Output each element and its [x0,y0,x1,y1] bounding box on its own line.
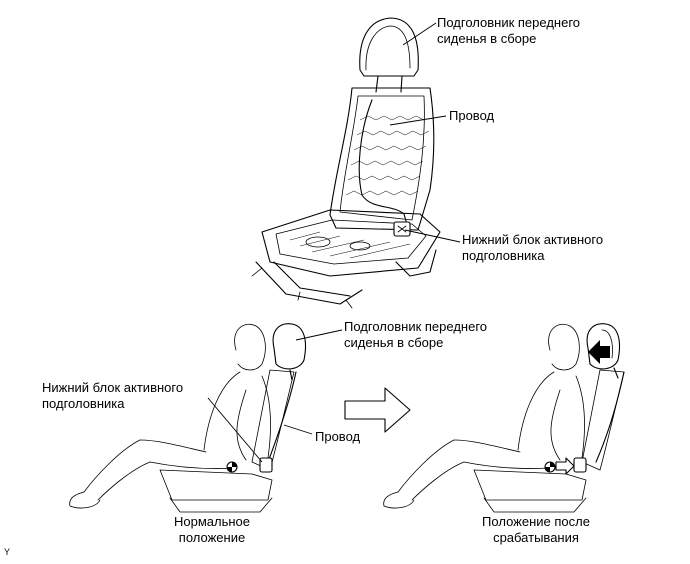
label-headrest-mid-line1: Подголовник переднего [344,319,488,334]
corner-mark-text: Y [4,547,11,557]
leader-wire-mid [283,424,313,435]
leader-lower-unit-top [404,229,461,243]
label-lower-unit-top-line1: Нижний блок активного [462,232,604,247]
label-lower-unit-left-line2: подголовника [42,396,125,411]
person-normal-illustration [69,323,307,513]
leader-wire-top [389,115,447,126]
label-headrest-top-line2: сиденья в сборе [437,31,537,46]
caption-normal-line1: Нормальное [173,514,250,529]
right-arrow-icon [344,387,411,433]
corner-mark: Y [4,547,10,557]
label-lower-unit-top-line2: подголовника [462,248,545,263]
label-wire-top: Провод [449,108,494,124]
label-headrest-mid-line2: сиденья в сборе [344,335,444,350]
caption-normal: Нормальное положение [162,514,262,546]
caption-after-line2: срабатывания [493,530,579,545]
caption-after-line1: Положение после [482,514,590,529]
label-wire-top-line1: Провод [449,108,495,123]
label-wire-mid: Провод [315,429,360,445]
label-wire-mid-line1: Провод [315,429,361,444]
label-lower-unit-left: Нижний блок активного подголовника [42,380,183,412]
leader-lower-unit-left [207,397,263,463]
label-lower-unit-top: Нижний блок активного подголовника [462,232,603,264]
caption-after: Положение после срабатывания [476,514,596,546]
person-activated-illustration [383,323,625,513]
leader-headrest-mid [295,329,343,341]
leader-headrest-top [402,22,437,46]
label-lower-unit-left-line1: Нижний блок активного [42,380,184,395]
caption-normal-line2: положение [178,530,246,545]
left-arrow-icon [588,340,610,364]
label-headrest-mid: Подголовник переднего сиденья в сборе [344,319,487,351]
label-headrest-top: Подголовник переднего сиденья в сборе [437,15,580,47]
seat-frame-illustration [251,17,441,309]
label-headrest-top-line1: Подголовник переднего [437,15,581,30]
